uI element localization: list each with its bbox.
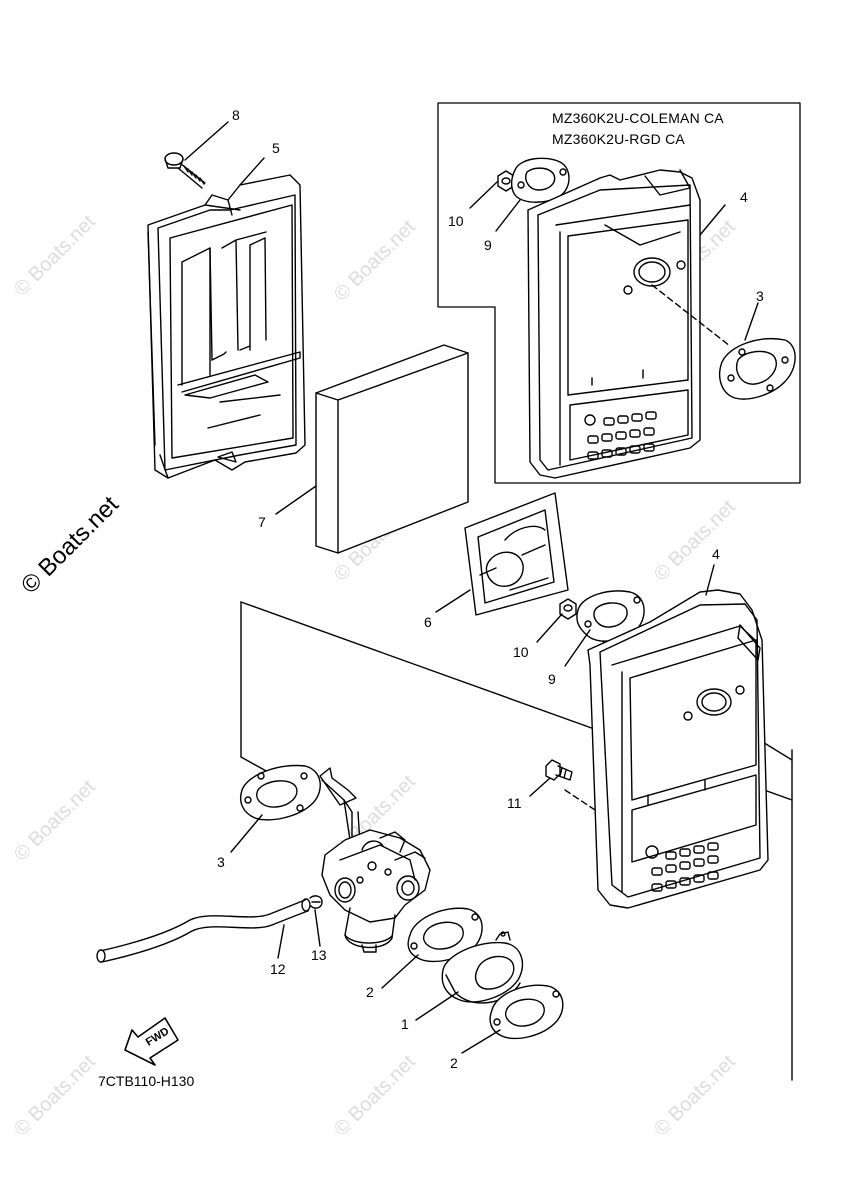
callout-5: 5 <box>272 140 280 156</box>
nut-10-part <box>559 598 577 620</box>
callout-12: 12 <box>270 961 286 977</box>
leader <box>705 564 715 596</box>
muffler-part <box>587 589 769 909</box>
callout-4-inset: 4 <box>740 189 748 205</box>
callout-7: 7 <box>258 514 266 530</box>
assembly-line <box>240 756 269 773</box>
leader <box>230 814 263 853</box>
callout-13: 13 <box>311 947 327 963</box>
leader <box>744 302 759 341</box>
inset-model-2: MZ360K2U-RGD CA <box>552 131 685 147</box>
callout-10-inset: 10 <box>448 213 464 229</box>
leader <box>239 157 265 186</box>
inset-muffler-part <box>527 169 701 479</box>
callout-10: 10 <box>513 644 529 660</box>
leader <box>469 181 498 209</box>
leader <box>699 204 726 236</box>
leader <box>277 924 285 959</box>
leader <box>275 485 317 515</box>
leader <box>415 991 459 1021</box>
leader <box>536 613 563 643</box>
callout-11: 11 <box>507 795 522 811</box>
fuel-hose-part <box>96 898 311 963</box>
air-cleaner-case-part <box>147 174 306 479</box>
hose-clamp-part <box>309 895 323 909</box>
leader <box>461 1029 501 1054</box>
carburetor-part <box>319 767 431 953</box>
diagram-code: 7CTB110-H130 <box>98 1073 195 1089</box>
inset-frame <box>437 102 801 484</box>
gasket-3-part <box>239 764 321 821</box>
leader <box>184 121 229 161</box>
callout-6: 6 <box>424 614 432 630</box>
bolt-8-part <box>164 152 206 189</box>
fwd-arrow-icon <box>124 1017 179 1066</box>
inset-gasket-3-part <box>718 338 796 400</box>
bolt-11-part <box>545 759 573 781</box>
air-filter-element-part <box>315 344 469 554</box>
callout-2-lower: 2 <box>450 1055 458 1071</box>
callout-8: 8 <box>232 107 240 123</box>
leader <box>495 199 521 232</box>
gasket-6-part <box>464 492 569 616</box>
callout-2-upper: 2 <box>366 984 374 1000</box>
leader <box>314 909 321 947</box>
callout-9: 9 <box>548 671 556 687</box>
callout-4: 4 <box>712 546 720 562</box>
inset-model-1: MZ360K2U-COLEMAN CA <box>552 110 724 126</box>
callout-1: 1 <box>401 1016 409 1032</box>
leader <box>381 954 419 989</box>
callout-9-inset: 9 <box>484 237 492 253</box>
callout-3: 3 <box>217 854 225 870</box>
leader <box>651 284 731 347</box>
callout-3-inset: 3 <box>756 288 764 304</box>
inset-gasket-part <box>510 157 570 203</box>
leader <box>564 629 591 667</box>
leader <box>435 589 471 613</box>
gasket-2b-part <box>489 984 564 1040</box>
leader <box>529 777 551 797</box>
